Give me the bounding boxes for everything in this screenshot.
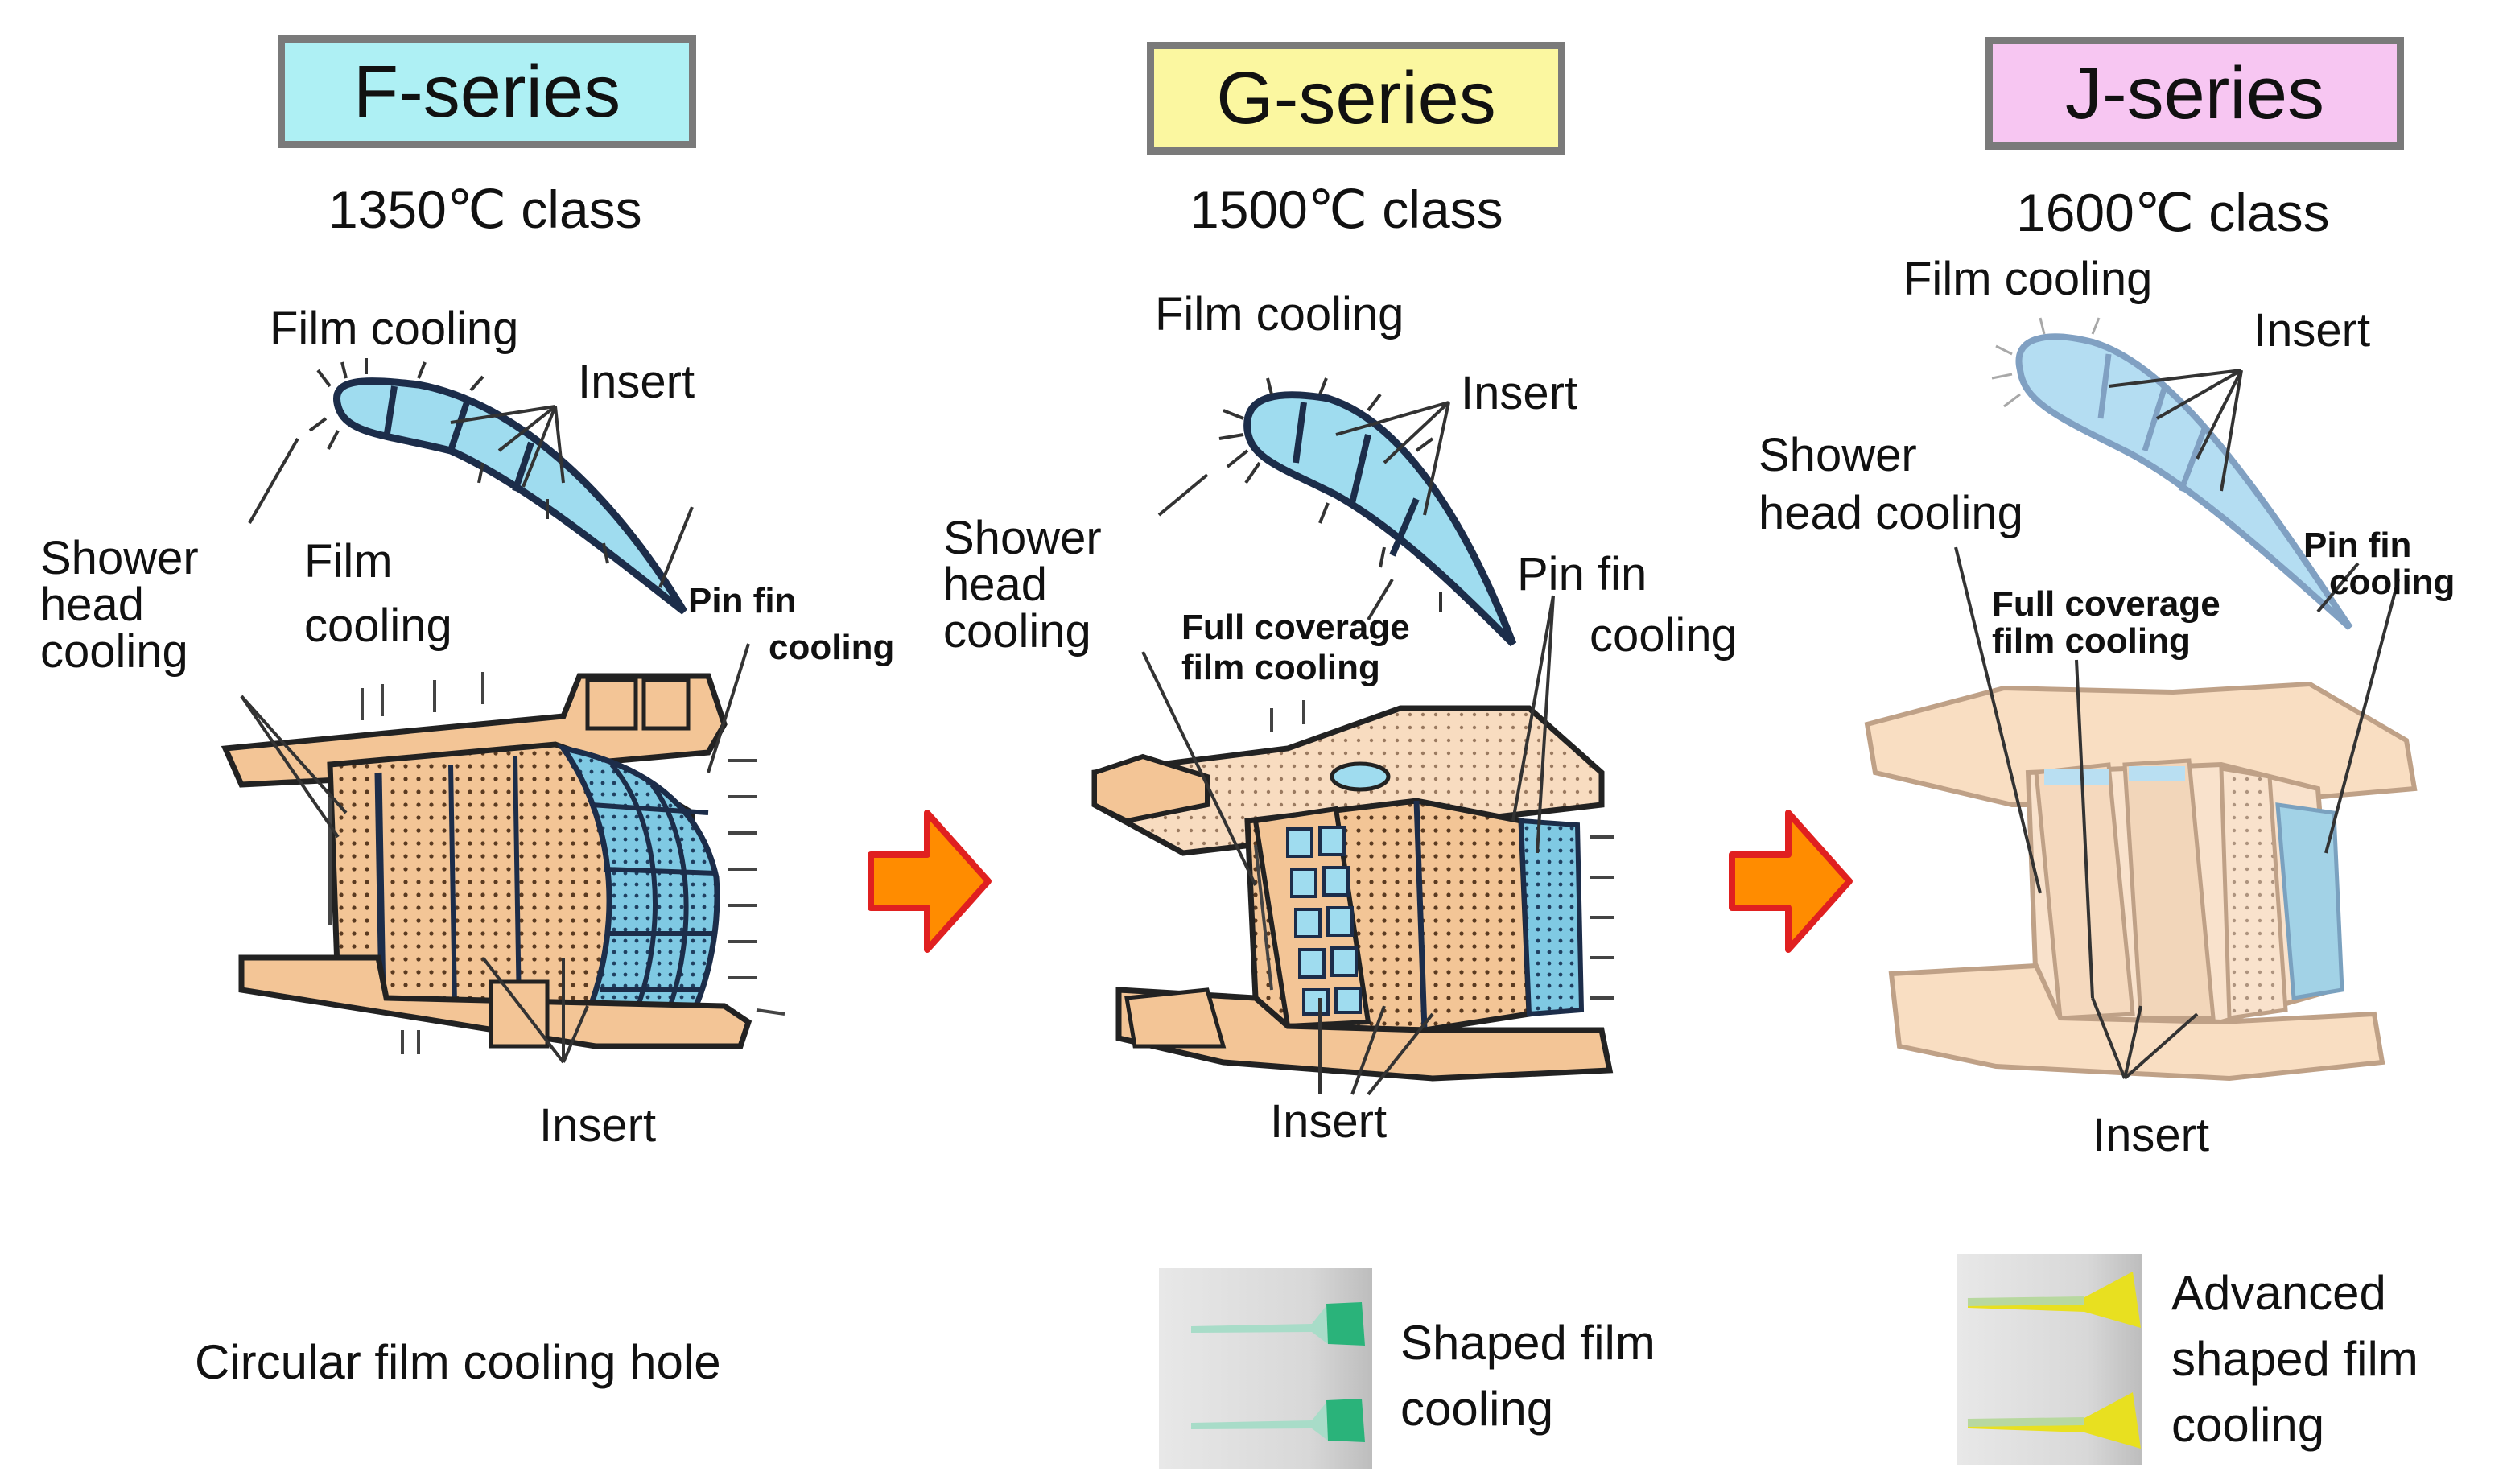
f-insert-bottom-label: Insert (539, 1099, 657, 1152)
j-temperature-class: 1600℃ class (2016, 183, 2330, 242)
f-caption: Circular film cooling hole (195, 1335, 721, 1389)
f-film-cooling-top-label: Film cooling (270, 303, 519, 355)
progression-arrow-1 (868, 810, 992, 953)
f-series-title: F-series (278, 35, 696, 148)
g-vane-body (1091, 700, 1614, 1082)
j-insert-bottom-label: Insert (2093, 1109, 2210, 1161)
j-vane-body (1864, 681, 2418, 1082)
j-film-cooling-top-label: Film cooling (1903, 253, 2153, 305)
f-pin-fin-label: Pin fin cooling (688, 581, 895, 667)
f-film-cooling-mid-label: Film cooling (304, 535, 452, 652)
f-shower-head-label: Shower head cooling (40, 532, 199, 678)
g-insert-bottom-label: Insert (1270, 1095, 1388, 1148)
g-film-cooling-top-label: Film cooling (1155, 288, 1404, 340)
g-leaders-body (1141, 595, 1555, 1096)
j-insert-top-label: Insert (2253, 304, 2371, 357)
j-shower-head-label: Shower head cooling (1759, 429, 2023, 539)
f-airfoil-section (308, 358, 687, 615)
g-temperature-class: 1500℃ class (1190, 179, 1503, 239)
g-insert-top-label: Insert (1461, 367, 1578, 419)
j-pin-fin-label: Pin fin cooling (2303, 526, 2455, 602)
f-vane-body (221, 672, 785, 1054)
f-leaders-body (240, 643, 750, 1064)
g-leaders-top (1157, 401, 1450, 621)
f-insert-top-label: Insert (578, 356, 695, 408)
j-series-title: J-series (1985, 37, 2404, 150)
g-shower-head-label: Shower head cooling (943, 512, 1102, 657)
j-advanced-hole-icon (1957, 1254, 2142, 1465)
progression-arrow-2 (1729, 810, 1853, 953)
g-caption: Shaped film cooling (1400, 1316, 1656, 1436)
j-full-coverage-label: Full coverage film cooling (1992, 584, 2220, 661)
g-pin-fin-label: Pin fin cooling (1517, 548, 1738, 662)
j-caption: Advanced shaped film cooling (2171, 1266, 2418, 1452)
g-full-coverage-label: Full coverage film cooling (1181, 608, 1410, 687)
j-leaders-body (1954, 546, 2400, 1080)
g-shaped-hole-icon (1159, 1268, 1372, 1469)
j-airfoil-section (1991, 317, 2353, 630)
g-series-title: G-series (1147, 42, 1565, 155)
j-leaders-top (2108, 369, 2243, 492)
f-leaders-top (248, 405, 694, 588)
g-airfoil-section (1218, 377, 1517, 647)
f-temperature-class: 1350℃ class (328, 179, 642, 239)
